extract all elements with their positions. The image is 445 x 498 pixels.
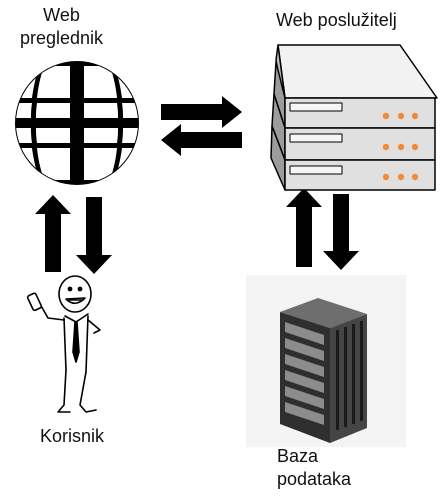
arrow-right-icon [161,96,242,128]
user-label: Korisnik [40,426,105,446]
server-database-arrows [286,188,359,270]
arrow-up-icon [35,195,71,272]
browser-label: Web preglednik [19,5,104,48]
server-label: Web poslužitelj [276,10,397,30]
server-rack-icon [270,44,438,191]
arrow-up-icon [286,188,322,267]
server-leds [382,112,419,181]
database-label: Baza podataka [277,446,352,489]
database-tower-icon [280,298,367,443]
globe-icon [15,61,139,185]
browser-server-arrows [161,96,242,156]
browser-user-arrows [35,195,112,274]
arrow-down-icon [76,197,112,274]
arrow-down-icon [323,194,359,270]
arrow-left-icon [161,124,242,156]
stick-figure-user-icon [26,275,101,413]
